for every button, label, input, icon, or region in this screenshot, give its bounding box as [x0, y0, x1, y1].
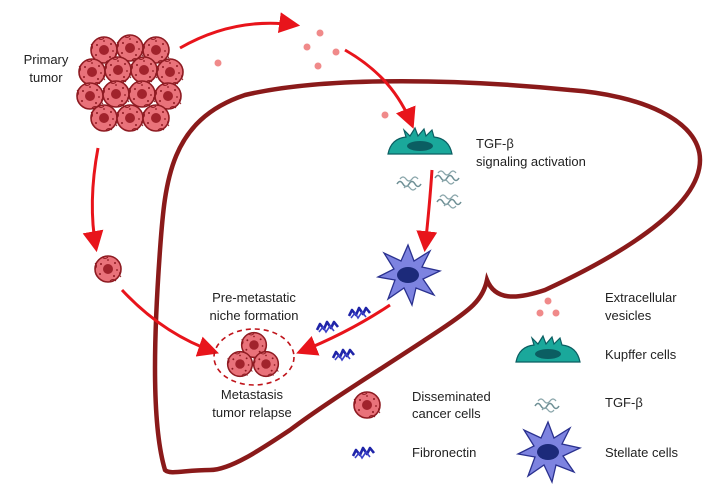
- liver-outline: [152, 79, 703, 475]
- metastasis-label-2: tumor relapse: [212, 405, 291, 420]
- legend-tgf-icon: [534, 398, 560, 413]
- arrow-tumor-to-vesicles: [179, 12, 301, 50]
- kupffer-cell-icon: [387, 127, 453, 155]
- vesicles-flow: [214, 29, 389, 119]
- metastasis-cluster: [226, 331, 280, 378]
- legend: Extracellular vesicles Kupffer cells Dis…: [351, 290, 678, 483]
- arrow-vesicles-to-kupffer: [344, 48, 416, 129]
- fibronectin-icon: [331, 348, 356, 362]
- legend-disseminated-icon: [353, 391, 381, 419]
- primary-tumor-cluster: [76, 34, 184, 132]
- legend-stellate-label: Stellate cells: [605, 445, 678, 460]
- legend-vesicles-icon: [536, 297, 560, 317]
- tgf-activation-label-1: TGF-β: [476, 136, 514, 151]
- pre-metastatic-label-1: Pre-metastatic: [212, 290, 296, 305]
- disseminated-cell-icon: [94, 255, 122, 283]
- tgf-beta-icon: [436, 194, 462, 209]
- tgf-beta-icon: [434, 170, 460, 185]
- tgf-beta-icon: [396, 176, 422, 191]
- legend-kupffer-icon: [515, 335, 581, 363]
- arrow-kupffer-to-stellate: [416, 169, 438, 253]
- arrow-stellate-to-niche: [296, 303, 391, 356]
- metastasis-label-1: Metastasis: [221, 387, 284, 402]
- pre-metastatic-label-2: niche formation: [210, 308, 299, 323]
- fibronectin-icon: [315, 320, 340, 334]
- legend-stellate-icon: [517, 421, 581, 483]
- legend-tgf-label: TGF-β: [605, 395, 643, 410]
- legend-disseminated-label-2: cancer cells: [412, 406, 481, 421]
- tgf-activation-label-2: signaling activation: [476, 154, 586, 169]
- legend-disseminated-label-1: Disseminated: [412, 389, 491, 404]
- primary-tumor-label-1: Primary: [24, 52, 69, 67]
- stellate-cell-icon: [377, 244, 441, 306]
- legend-vesicles-label-1: Extracellular: [605, 290, 677, 305]
- legend-fibronectin-label: Fibronectin: [412, 445, 476, 460]
- arrow-disseminated-to-niche: [120, 288, 219, 357]
- legend-fibronectin-icon: [351, 446, 376, 460]
- arrow-tumor-to-disseminated: [82, 147, 104, 253]
- fibronectin-icon: [347, 306, 372, 320]
- niche-boundary: [213, 328, 295, 386]
- legend-vesicles-label-2: vesicles: [605, 308, 652, 323]
- legend-kupffer-label: Kupffer cells: [605, 347, 677, 362]
- primary-tumor-label-2: tumor: [29, 70, 63, 85]
